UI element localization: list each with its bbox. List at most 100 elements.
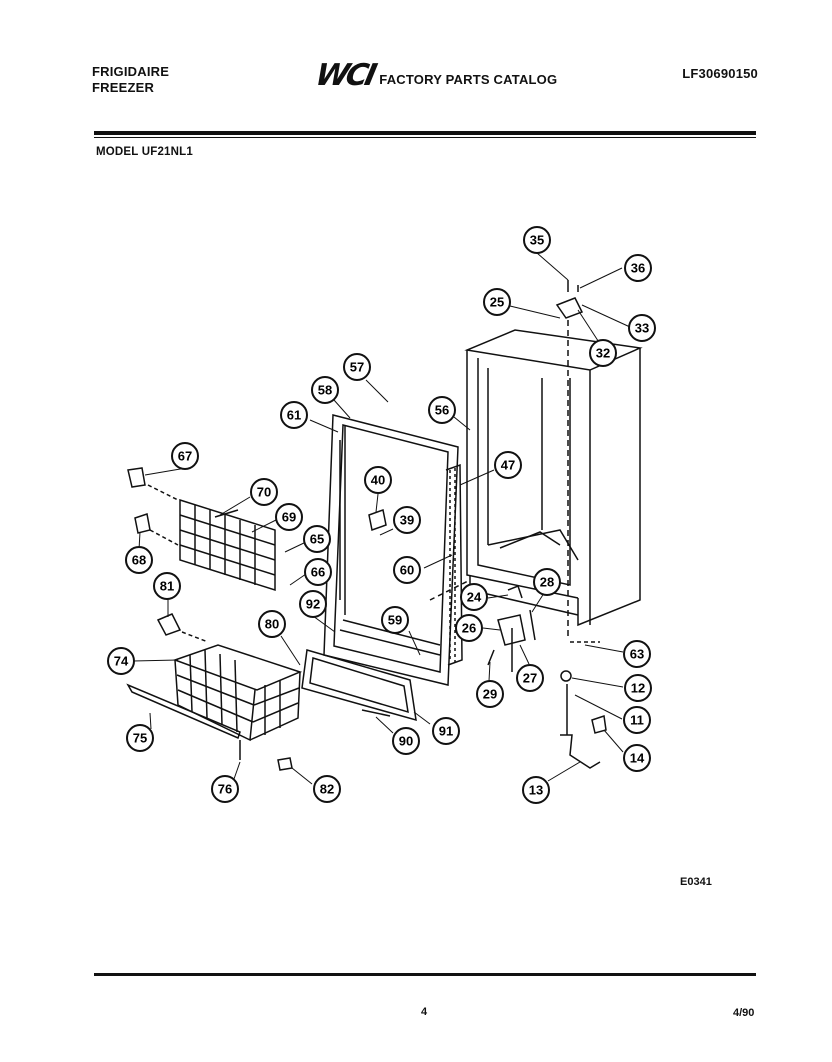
callout-circle <box>107 647 135 675</box>
callout-circle <box>280 401 308 429</box>
callout-circle <box>392 727 420 755</box>
callout-67: 67 <box>171 442 199 470</box>
callout-label: 60 <box>400 563 414 578</box>
callout-circle <box>275 503 303 531</box>
callout-circle <box>624 254 652 282</box>
callout-33: 33 <box>628 314 656 342</box>
callout-circle <box>483 288 511 316</box>
callout-36: 36 <box>624 254 652 282</box>
callout-label: 90 <box>399 734 413 749</box>
callout-circle <box>623 706 651 734</box>
callout-circle <box>211 775 239 803</box>
callout-76: 76 <box>211 775 239 803</box>
callout-label: 28 <box>540 575 554 590</box>
callout-70: 70 <box>250 478 278 506</box>
callout-circle <box>428 396 456 424</box>
bottom-hinge-drawing <box>429 579 607 769</box>
callout-circle <box>311 376 339 404</box>
callout-label: 26 <box>462 621 476 636</box>
door-shelf-drawing <box>127 467 276 592</box>
callout-circle <box>304 558 332 586</box>
callout-60: 60 <box>393 556 421 584</box>
callout-circle <box>624 674 652 702</box>
callout-label: 36 <box>631 261 645 276</box>
callout-circle <box>250 478 278 506</box>
callout-label: 13 <box>529 783 543 798</box>
callout-81: 81 <box>153 572 181 600</box>
callout-circle <box>628 314 656 342</box>
callout-label: 91 <box>439 724 453 739</box>
callout-circle <box>393 506 421 534</box>
callout-label: 66 <box>311 565 325 580</box>
callout-90: 90 <box>392 727 420 755</box>
callout-circle <box>303 525 331 553</box>
callout-label: 80 <box>265 617 279 632</box>
callout-13: 13 <box>522 776 550 804</box>
callout-68: 68 <box>125 546 153 574</box>
date-code: 4/90 <box>733 1007 755 1019</box>
callout-label: 81 <box>160 579 174 594</box>
brand-block: FRIGIDAIRE FREEZER <box>92 64 169 96</box>
callout-circle <box>393 556 421 584</box>
reference-code: E0341 <box>680 876 712 888</box>
callout-circle <box>623 640 651 668</box>
callout-circle <box>432 717 460 745</box>
callout-63: 63 <box>623 640 651 668</box>
callout-circle <box>153 572 181 600</box>
callout-66: 66 <box>304 558 332 586</box>
callout-label: 39 <box>400 513 414 528</box>
callout-circle <box>589 339 617 367</box>
catalog-header: WCI FACTORY PARTS CATALOG <box>312 58 557 93</box>
callout-58: 58 <box>311 376 339 404</box>
callout-label: 68 <box>132 553 146 568</box>
callout-label: 35 <box>530 233 544 248</box>
callout-label: 82 <box>320 782 334 797</box>
callout-label: 59 <box>388 613 402 628</box>
callout-69: 69 <box>275 503 303 531</box>
callout-40: 40 <box>364 466 392 494</box>
callout-12: 12 <box>624 674 652 702</box>
callout-61: 61 <box>280 401 308 429</box>
callout-label: 57 <box>350 360 364 375</box>
callout-circle <box>258 610 286 638</box>
callout-label: 92 <box>306 597 320 612</box>
callout-91: 91 <box>432 717 460 745</box>
door-drawing <box>323 414 463 686</box>
footer-rule <box>94 973 756 976</box>
callout-59: 59 <box>381 606 409 634</box>
callout-circle <box>516 664 544 692</box>
callout-47: 47 <box>494 451 522 479</box>
callout-label: 56 <box>435 403 449 418</box>
callout-label: 11 <box>630 713 644 728</box>
callout-92: 92 <box>299 590 327 618</box>
callout-35: 35 <box>523 226 551 254</box>
callout-25: 25 <box>483 288 511 316</box>
brand-name: FRIGIDAIRE <box>92 64 170 79</box>
callout-label: 27 <box>523 671 537 686</box>
callout-label: 67 <box>178 449 192 464</box>
callout-circle <box>381 606 409 634</box>
callout-label: 63 <box>630 647 644 662</box>
callout-label: 65 <box>310 532 324 547</box>
callout-27: 27 <box>516 664 544 692</box>
callout-11: 11 <box>623 706 651 734</box>
header-rule <box>94 131 756 135</box>
callout-label: 29 <box>483 687 497 702</box>
top-hinge-drawing <box>555 280 584 640</box>
kickplate-drawing <box>301 649 417 722</box>
callout-label: 74 <box>114 654 129 669</box>
callout-74: 74 <box>107 647 135 675</box>
callout-label: 76 <box>218 782 232 797</box>
callout-57: 57 <box>343 353 371 381</box>
callout-circle <box>126 724 154 752</box>
callout-label: 25 <box>490 295 504 310</box>
model-line: MODEL UF21NL1 <box>96 146 193 158</box>
callout-circle <box>455 614 483 642</box>
callout-24: 24 <box>460 583 488 611</box>
callout-label: 32 <box>596 346 610 361</box>
callout-circle <box>623 744 651 772</box>
diagram-artwork <box>126 252 643 785</box>
callout-label: 12 <box>631 681 645 696</box>
callout-label: 61 <box>287 408 301 423</box>
